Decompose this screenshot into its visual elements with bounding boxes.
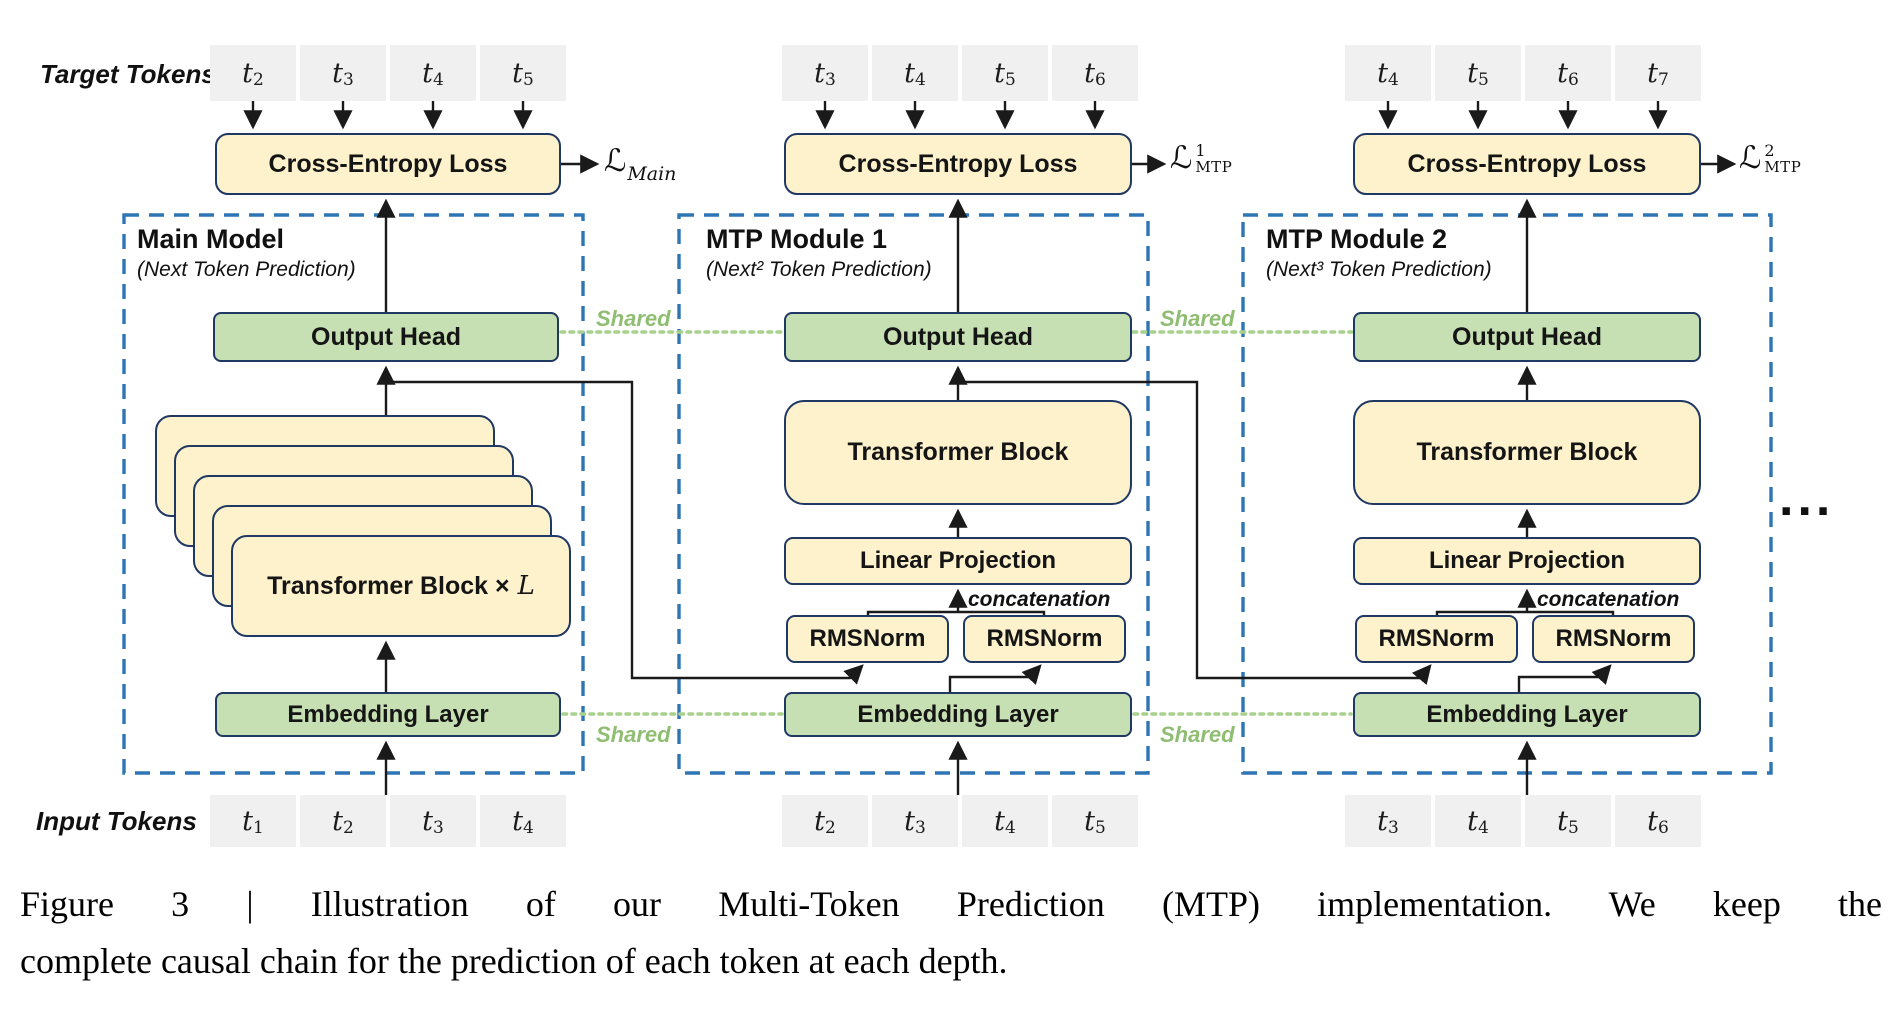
cross-entropy-loss-box: Cross-Entropy Loss: [1353, 133, 1701, 195]
target-tokens-label: Target Tokens: [40, 59, 216, 89]
linear-projection-box: Linear Projection: [1353, 537, 1701, 585]
embedding-layer-box: Embedding Layer: [1353, 692, 1701, 737]
transformer-block-box: Transformer Block: [1353, 400, 1701, 505]
mtp1-to-mtp2-hidden-state: [958, 380, 1432, 686]
shared-label: Shared: [1160, 306, 1235, 331]
output-head-box: Output Head: [213, 312, 559, 362]
module-title: MTP Module 1: [706, 224, 888, 254]
transformer-block-box: Transformer Block: [784, 400, 1132, 505]
shared-label: Shared: [596, 722, 671, 747]
rmsnorm-box: RMSNorm: [963, 615, 1126, 663]
main-target-arrows: [243, 101, 533, 130]
shared-label: Shared: [1160, 722, 1235, 747]
mtp1-target-arrows: [815, 101, 1105, 130]
input-tokens-label: Input Tokens: [36, 806, 197, 836]
mtp2-target-arrows: [1378, 101, 1668, 130]
shared-label: Shared: [596, 306, 671, 331]
continuation-ellipsis: ...: [1779, 469, 1835, 527]
main-model-border: [122, 213, 585, 775]
transformer-block-stack: Transformer Block ×L: [231, 535, 571, 637]
caption-line-2: complete causal chain for the prediction…: [20, 941, 1008, 981]
rmsnorm-box: RMSNorm: [1355, 615, 1518, 663]
mtp-module-2-border: [1241, 213, 1773, 775]
module-subtitle: (Next² Token Prediction): [706, 258, 932, 281]
mtp-module-1-border: [677, 213, 1150, 775]
main-to-mtp1-hidden-state: [386, 380, 864, 685]
linear-projection-box: Linear Projection: [784, 537, 1132, 585]
output-head-box: Output Head: [1353, 312, 1701, 362]
rmsnorm-box: RMSNorm: [1532, 615, 1695, 663]
rmsnorm-box: RMSNorm: [786, 615, 949, 663]
concatenation-label: concatenation: [968, 588, 1111, 611]
module-title: Main Model: [137, 224, 284, 254]
module-subtitle: (Next³ Token Prediction): [1266, 258, 1492, 281]
figure-caption: Figure 3 | Illustration of our Multi-Tok…: [20, 876, 1882, 990]
caption-line-1: Figure 3 | Illustration of our Multi-Tok…: [20, 884, 1882, 924]
embedding-layer-box: Embedding Layer: [215, 692, 561, 737]
module-subtitle: (Next Token Prediction): [137, 258, 356, 281]
main-flow: [376, 154, 600, 795]
cross-entropy-loss-box: Cross-Entropy Loss: [215, 133, 561, 195]
concatenation-label: concatenation: [1537, 588, 1680, 611]
module-title: MTP Module 2: [1266, 224, 1448, 254]
embedding-layer-box: Embedding Layer: [784, 692, 1132, 737]
output-head-box: Output Head: [784, 312, 1132, 362]
cross-entropy-loss-box: Cross-Entropy Loss: [784, 133, 1132, 195]
